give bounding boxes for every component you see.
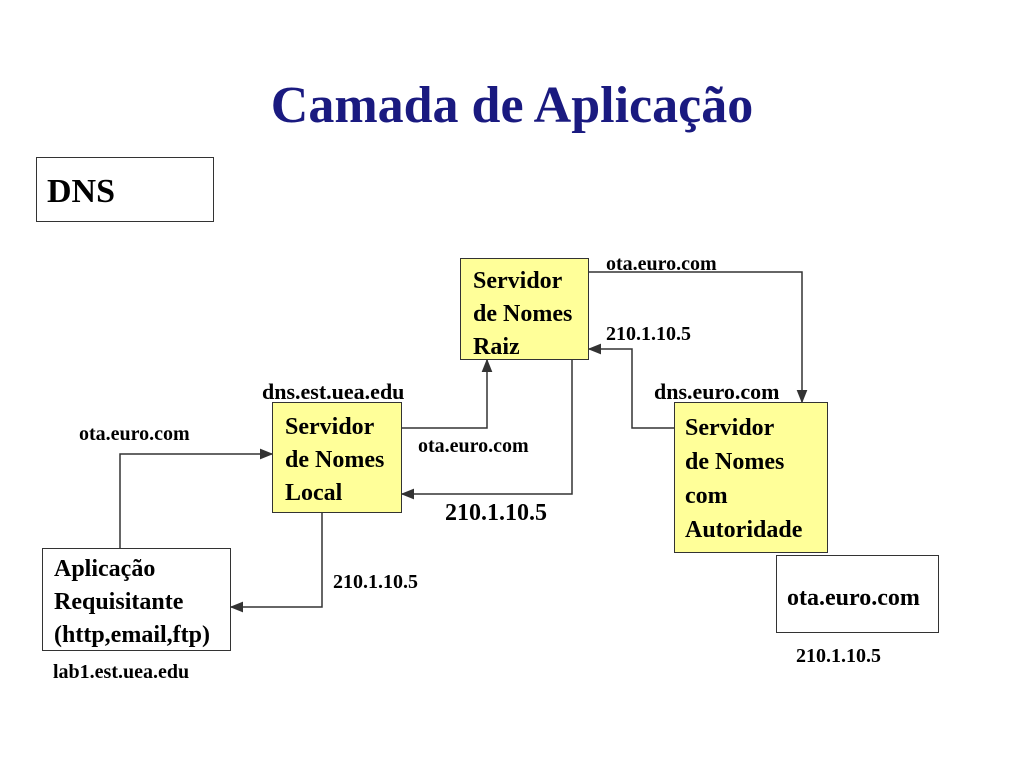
- dns-record-box: ota.euro.com: [776, 555, 939, 633]
- section-label-box: DNS: [36, 157, 214, 222]
- query-root-to-authority-label: ota.euro.com: [606, 253, 717, 275]
- local-server-line-1: Servidor: [285, 414, 375, 440]
- arrow-root-to-authority: [589, 271, 808, 404]
- query-local-to-root-label: ota.euro.com: [418, 435, 529, 457]
- arrow-local-to-client: [229, 513, 323, 613]
- root-server-line-1: Servidor: [473, 268, 563, 294]
- requesting-application: Aplicação Requisitante (http,email,ftp): [42, 548, 231, 651]
- authority-server-line-2: de Nomes: [685, 449, 785, 475]
- reply-local-to-client-label: 210.1.10.5: [333, 571, 418, 593]
- root-name-server: Servidor de Nomes Raiz: [460, 258, 589, 360]
- root-server-line-2: de Nomes: [473, 301, 573, 327]
- section-label: DNS: [47, 173, 116, 210]
- local-server-line-2: de Nomes: [285, 447, 385, 473]
- local-server-line-3: Local: [285, 480, 343, 506]
- root-server-line-3: Raiz: [473, 334, 520, 360]
- authority-server-line-1: Servidor: [685, 415, 775, 441]
- authority-server-line-3: com: [685, 483, 728, 509]
- client-host-label: lab1.est.uea.edu: [53, 661, 190, 683]
- client-line-1: Aplicação: [54, 556, 156, 582]
- local-host-label: dns.est.uea.edu: [262, 379, 405, 404]
- reply-authority-to-root-label: 210.1.10.5: [606, 323, 691, 345]
- page-title: Camada de Aplicação: [270, 77, 754, 134]
- reply-root-to-local-label: 210.1.10.5: [445, 500, 547, 526]
- client-line-3: (http,email,ftp): [54, 622, 210, 648]
- dns-record-name: ota.euro.com: [787, 585, 920, 611]
- local-name-server: Servidor de Nomes Local: [272, 402, 402, 513]
- arrow-root-to-local: [400, 360, 573, 500]
- authoritative-name-server: Servidor de Nomes com Autoridade: [674, 402, 828, 553]
- record-address-label: 210.1.10.5: [796, 645, 881, 667]
- client-line-2: Requisitante: [54, 589, 184, 615]
- arrow-authority-to-root: [587, 343, 674, 429]
- authority-host-label: dns.euro.com: [654, 379, 780, 404]
- arrow-local-to-root: [402, 358, 493, 429]
- authority-server-line-4: Autoridade: [685, 517, 803, 543]
- arrow-client-to-local: [119, 448, 274, 548]
- query-client-to-local-label: ota.euro.com: [79, 423, 190, 445]
